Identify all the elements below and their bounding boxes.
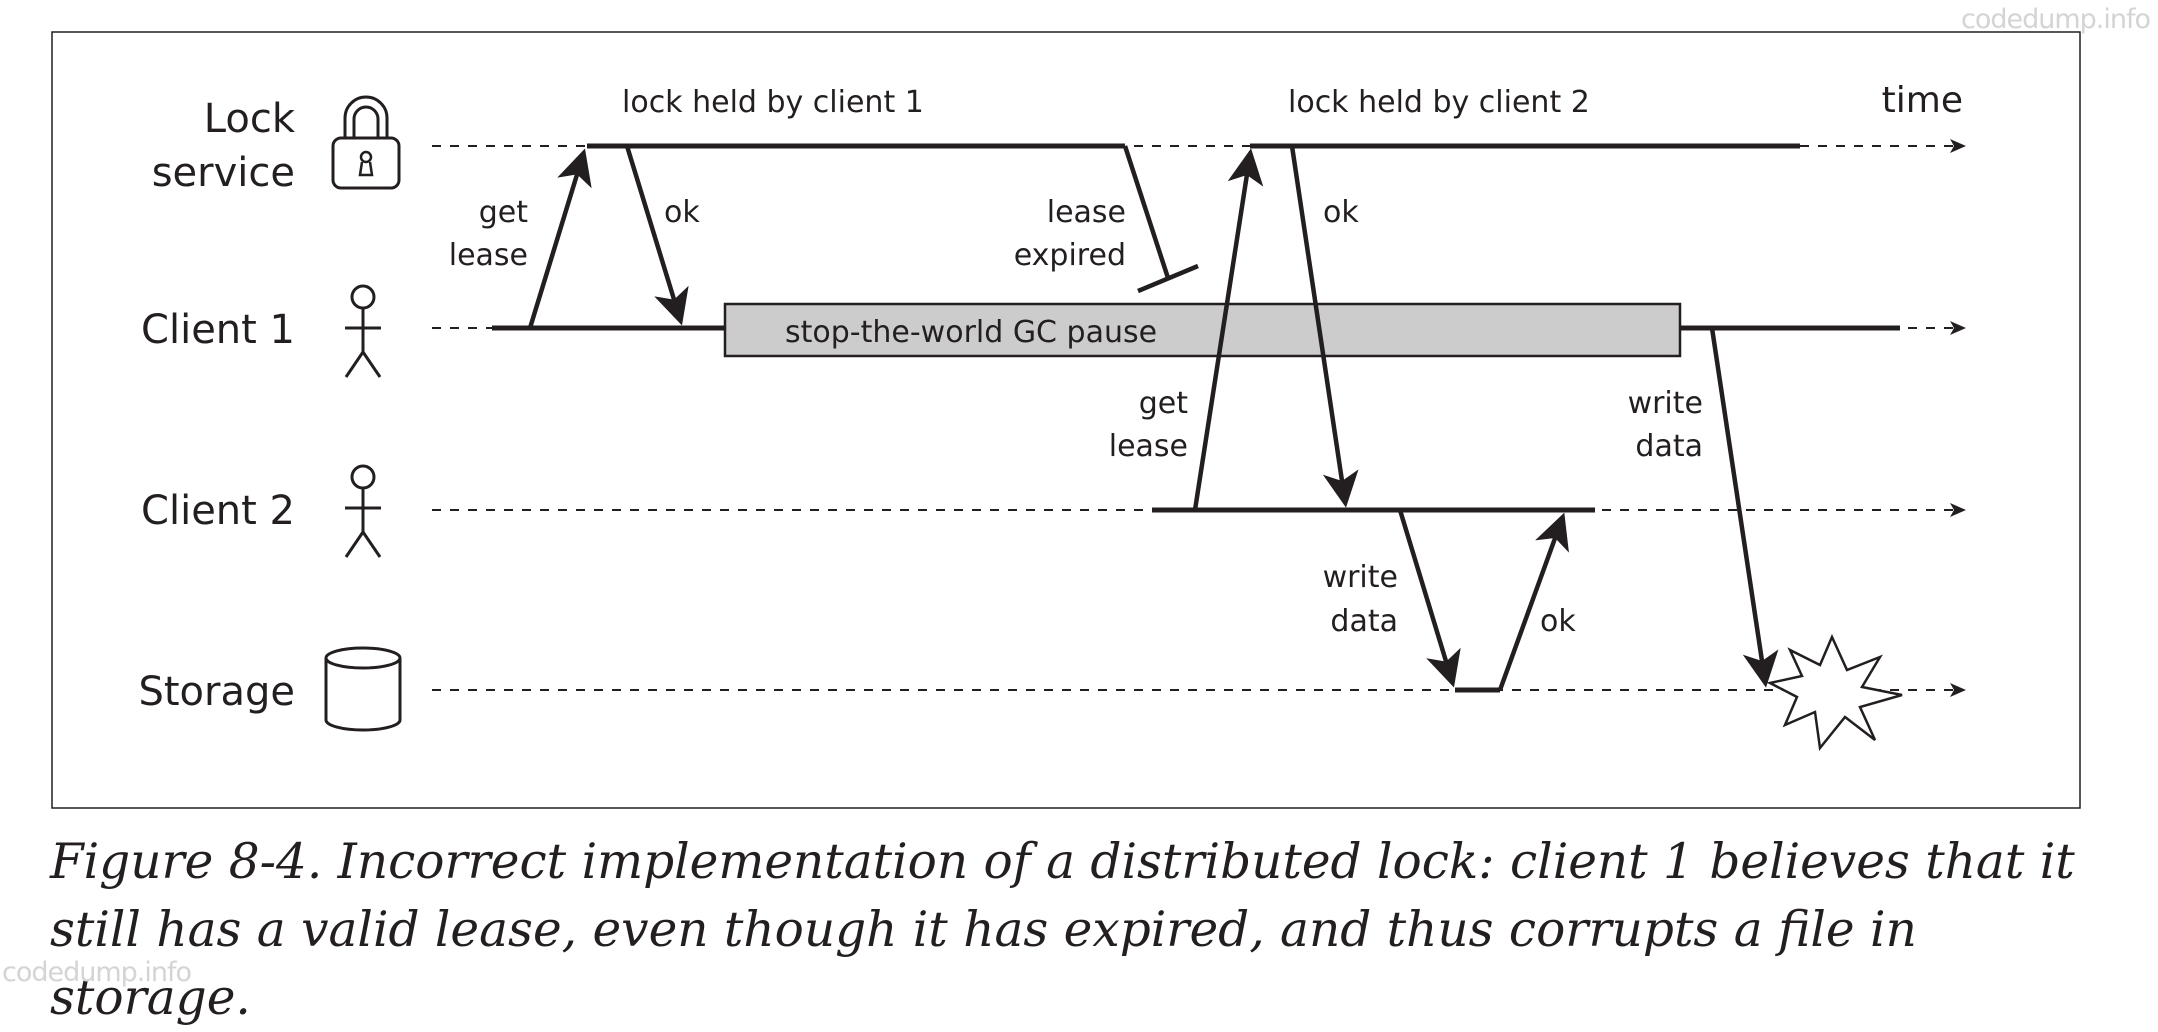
storage-arrow-tip-icon <box>1950 683 1966 697</box>
padlock-icon <box>331 95 401 190</box>
storage-ok-arrow <box>1497 512 1569 691</box>
write-data-1-label-line1: write <box>1323 560 1398 595</box>
write-data-2-label-line2: data <box>1635 429 1703 464</box>
timelines <box>432 139 1966 697</box>
lock-held-client1-label: lock held by client 1 <box>622 85 924 120</box>
lock-held-client2-label: lock held by client 2 <box>1288 85 1590 120</box>
messages <box>527 145 1779 691</box>
watermark-top: codedump.info <box>1960 4 2151 35</box>
client1-write-data-arrow <box>1709 327 1779 688</box>
lock-service-arrow-tip-icon <box>1950 139 1966 153</box>
ok-3-label: ok <box>1540 604 1576 639</box>
diagram-frame <box>51 31 2081 809</box>
get-lease-2-label-line1: get <box>1139 386 1189 421</box>
write-data-1-label-line2: data <box>1330 604 1398 639</box>
client1-get-lease-arrow <box>527 148 592 329</box>
client2-write-data-arrow <box>1397 509 1461 688</box>
client1-ok-arrow <box>624 145 689 326</box>
lease-expired-line <box>1122 145 1171 279</box>
client1-arrow-tip-icon <box>1950 321 1966 335</box>
lease-expired-label-line2: expired <box>1014 238 1126 273</box>
person-icon <box>344 464 382 558</box>
lock-service-label-line2: service <box>152 150 295 196</box>
client2-ok-arrow <box>1289 145 1359 508</box>
gc-pause-label: stop-the-world GC pause <box>785 315 1157 350</box>
storage-label: Storage <box>138 669 295 715</box>
client1-label: Client 1 <box>141 307 295 353</box>
client2-label: Client 2 <box>141 488 295 534</box>
lease-expired-cross <box>1137 263 1199 294</box>
get-lease-1-label-line2: lease <box>449 238 528 273</box>
actor-labels: Lock service Client 1 Client 2 Storage <box>138 96 295 715</box>
annotations: lock held by client 1 lock held by clien… <box>449 80 1963 639</box>
lock-service-label-line1: Lock <box>204 96 296 142</box>
get-lease-2-label-line2: lease <box>1109 429 1188 464</box>
ok-1-label: ok <box>664 195 700 230</box>
gc-pause-box <box>723 302 1682 358</box>
client2-arrow-tip-icon <box>1950 503 1966 517</box>
figure-caption: Figure 8-4. Incorrect implementation of … <box>50 834 2075 1026</box>
distributed-lock-diagram: stop-the-world GC pause Lock service Cli… <box>51 31 2081 809</box>
watermark-bottom: codedump.info <box>2 957 192 988</box>
get-lease-1-label-line1: get <box>479 195 529 230</box>
write-data-2-label-line1: write <box>1628 386 1703 421</box>
client2-get-lease-arrow <box>1192 148 1264 511</box>
person-icon <box>344 284 382 378</box>
cylinder-storage-icon <box>324 646 402 732</box>
collision-burst-icon <box>1766 633 1903 752</box>
lease-expired-label-line1: lease <box>1047 195 1126 230</box>
ok-2-label: ok <box>1323 195 1359 230</box>
time-label: time <box>1882 80 1963 121</box>
